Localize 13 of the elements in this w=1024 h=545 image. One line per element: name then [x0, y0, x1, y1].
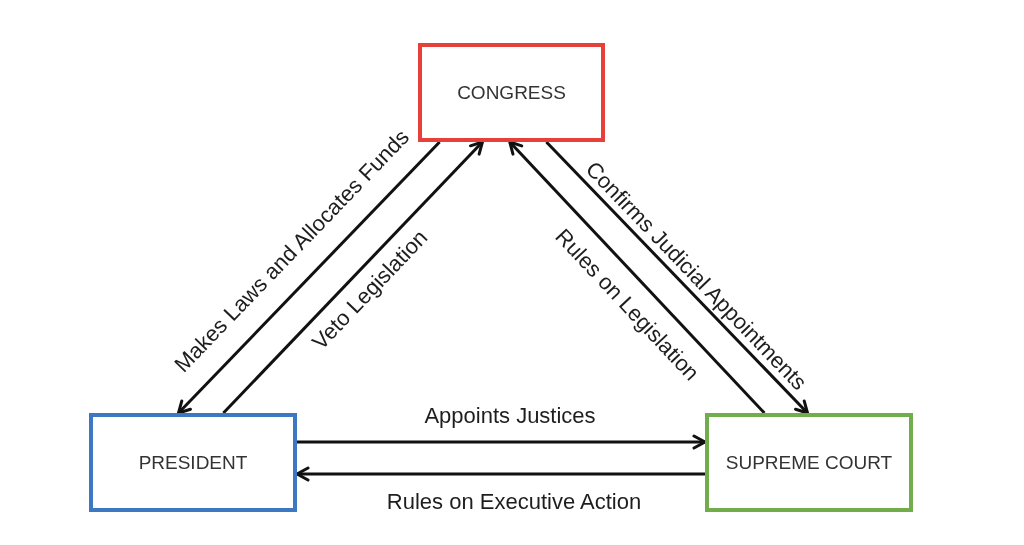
branch-name: SUPREME COURT [725, 451, 893, 474]
branch-box [705, 413, 913, 512]
arrow [177, 140, 441, 415]
arrow [545, 140, 809, 415]
arrow [508, 140, 766, 415]
branch-box [89, 413, 297, 512]
branch-name: CONGRESS [457, 81, 566, 104]
edge-label: Appoints Justices [424, 404, 596, 428]
arrow [297, 434, 707, 450]
branch-name: PRESIDENT [138, 451, 248, 474]
edge-label: Rules on Executive Action [386, 490, 642, 514]
branch-box [418, 43, 605, 142]
arrow [222, 140, 484, 415]
